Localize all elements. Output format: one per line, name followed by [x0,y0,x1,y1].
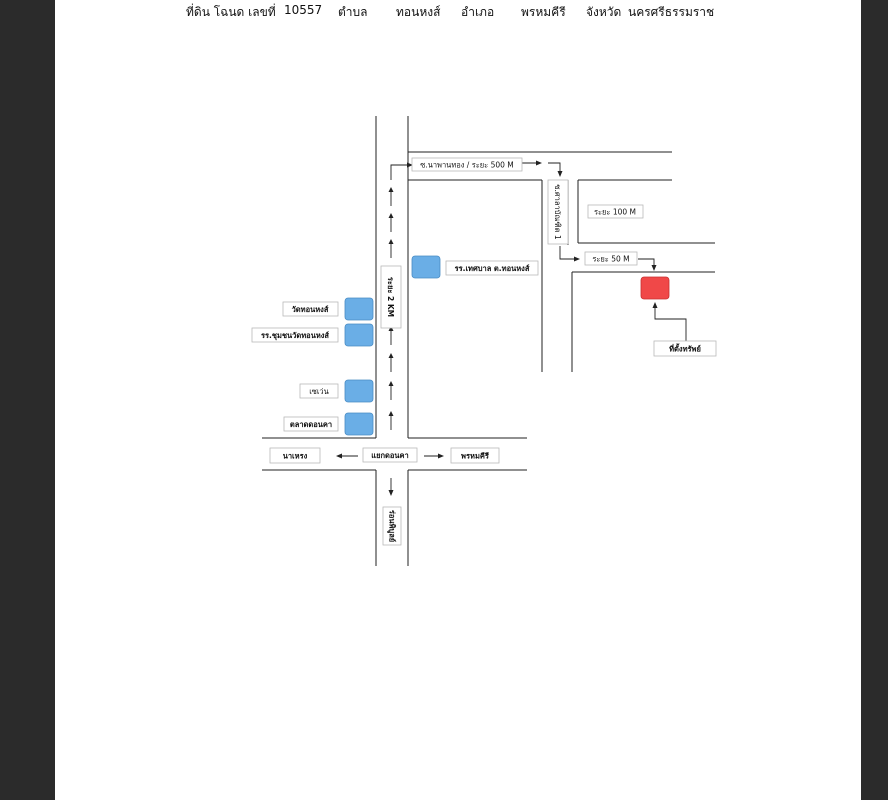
deed-number: 10557 [284,3,323,17]
turn-right-path [390,164,412,180]
school-temple-marker [344,323,374,347]
junction-label: แยกดอนคา [371,451,409,460]
right-arrow-head [536,160,542,166]
east-destination-label: พรหมคีรี [461,452,490,461]
landmark-markers [344,255,441,436]
temple-marker [344,297,374,321]
temple-label: วัดทอนหงส์ [292,305,329,314]
side-road-label-box: ซ.ศาลาบัณฑิต 1 [547,179,569,245]
down-arrow-head [557,171,563,177]
junction-box: แยกดอนคา [362,447,418,463]
land-title-prefix: ที่ดิน โฉนด เลขที่ [186,5,276,19]
seven-eleven-label: เซเว่น [309,387,329,396]
up-arrow [388,213,394,232]
right-arrow-head [407,162,413,168]
property-marker [640,276,670,300]
distance-50-box: ระยะ 50 M [584,251,638,266]
school-tessaban-box: รร.เทศบาล ต.ทอนหงส์ [445,260,539,276]
route-arrows-main [388,187,394,430]
up-arrow-head [652,302,658,308]
turn-down-path [548,162,561,176]
school-tessaban-label: รร.เทศบาล ต.ทอนหงส์ [455,264,530,273]
distance-50-label: ระยะ 50 M [592,255,629,264]
west-destination-box: นาเหรง [269,447,321,464]
side-road-label: ซ.ศาลาบัณฑิต 1 [553,184,562,239]
route-arrows-top [390,160,687,342]
down-arrow-head [651,265,657,271]
south-destination-box: ร่อนพิบูลย์ [382,506,402,546]
up-arrow [388,411,394,430]
distance-100-label: ระยะ 100 M [594,208,636,217]
subdistrict-name: ทอนหงส์ [396,5,441,19]
market-marker [344,412,374,436]
property-label-box: ที่ตั้งทรัพย์ [653,340,717,357]
school-temple-label: รร.ชุมชนวัดทอนหงส์ [261,331,329,340]
seven-eleven-marker [344,379,374,403]
market-box: ตลาดดอนคา [283,416,339,432]
right-arrow-head [438,453,444,459]
subdistrict-label: ตำบล [338,5,368,19]
up-arrow [388,239,394,258]
distance-100-box: ระยะ 100 M [587,204,644,219]
province-name: นครศรีธรรมราช [628,5,715,19]
south-destination-label: ร่อนพิบูลย์ [387,510,397,542]
market-label: ตลาดดอนคา [290,420,332,429]
distance-2km-label: ระยะ 2 KM [386,277,395,317]
down-arrow-head [388,490,394,496]
property-label: ที่ตั้งทรัพย์ [669,343,701,354]
school-tessaban-marker [411,255,441,279]
district-name: พรหมคีรี [521,5,566,19]
turn-down-to-property-path [638,258,655,269]
east-destination-box: พรหมคีรี [450,447,500,464]
right-arrow-head [574,256,580,262]
top-road-label-box: ซ.นาพานทอง / ระยะ 500 M [411,157,523,172]
west-destination-label: นาเหรง [283,452,308,461]
turn-right-inner-path [559,246,578,260]
district-label: อำเภอ [461,5,495,19]
up-arrow [388,381,394,400]
document-header: ที่ดิน โฉนด เลขที่ 10557 ตำบล ทอนหงส์ อำ… [0,0,888,22]
up-arrow [388,187,394,206]
seven-eleven-box: เซเว่น [299,383,339,399]
school-temple-box: รร.ชุมชนวัดทอนหงส์ [251,327,339,343]
up-arrow [388,353,394,372]
top-road-label: ซ.นาพานทอง / ระยะ 500 M [420,161,514,170]
property-pointer-path [654,304,687,342]
distance-2km-box: ระยะ 2 KM [380,265,402,329]
left-arrow-head [336,453,342,459]
document-page [55,0,861,800]
up-arrow [388,326,394,345]
province-label: จังหวัด [586,5,622,19]
junction-arrows [336,453,444,496]
temple-box: วัดทอนหงส์ [282,301,339,317]
road-lines [262,116,715,566]
